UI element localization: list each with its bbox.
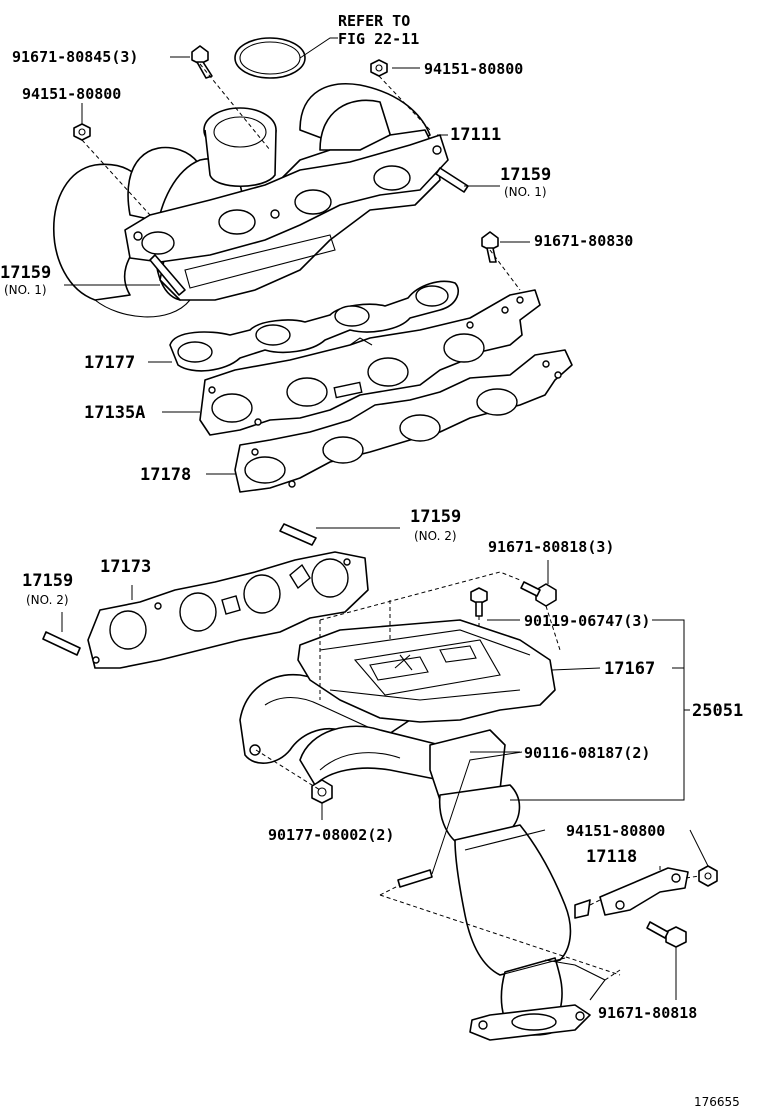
label-bolt-90119-06747: 90119-06747(3) [524, 612, 650, 630]
bolt-91671-80818-3 [520, 581, 557, 607]
bolt-91671-80845 [191, 45, 213, 79]
bolt-91671-80830 [481, 231, 499, 263]
o-ring-gasket [234, 37, 306, 79]
stud-17159-no2-left [42, 631, 81, 656]
label-nut-94151-80800-top: 94151-80800 [424, 60, 523, 78]
label-nut-90177-08002: 90177-08002(2) [268, 826, 394, 844]
label-stud-17159-right-sub: (NO. 1) [504, 185, 547, 199]
leader-lines [61, 37, 709, 1000]
refer-line1: REFER TO [338, 12, 410, 30]
stud-17159-no2-upper [279, 523, 317, 546]
stud-17159-left [149, 254, 186, 296]
nut-94151-80800-top [370, 59, 388, 77]
nut-90177-08002 [311, 779, 333, 804]
label-gasket-17173: 17173 [100, 557, 151, 577]
figure-id: 176655 [694, 1095, 740, 1109]
label-bolt-91671-80830: 91671-80830 [534, 232, 633, 250]
label-stud-17159-right: 17159 [500, 165, 551, 185]
bolt-90119-06747 [470, 587, 488, 617]
bolt-91671-80818 [646, 921, 687, 948]
heat-insulator-17167 [297, 619, 556, 723]
label-bracket-17118: 17118 [586, 847, 637, 867]
label-stud-17159-no2-left-sub: (NO. 2) [26, 593, 69, 607]
label-heat-insulator-17167: 17167 [604, 659, 655, 679]
label-gasket-17177: 17177 [84, 353, 135, 373]
gasket-17173 [87, 551, 369, 669]
intake-manifold-17111 [53, 83, 449, 318]
label-stud-17159-no2-upper: 17159 [410, 507, 461, 527]
stud-90116-08187 [397, 869, 433, 888]
gasket-17178 [234, 349, 573, 493]
refer-line2: FIG 22-11 [338, 30, 419, 48]
label-bolt-91671-80845: 91671-80845(3) [12, 48, 138, 66]
gasket-17177 [169, 280, 459, 372]
label-manifold-17111: 17111 [450, 125, 501, 145]
label-bolt-91671-80818: 91671-80818 [598, 1004, 697, 1022]
label-bolt-90116-08187: 90116-08187(2) [524, 744, 650, 762]
nut-94151-80800-left [73, 123, 91, 141]
label-nut-94151-80800-lower: 94151-80800 [566, 822, 665, 840]
bracket-17118 [599, 867, 689, 916]
alignment-lines [81, 63, 700, 981]
label-nut-94151-80800-left: 94151-80800 [22, 85, 121, 103]
label-stud-17159-left: 17159 [0, 263, 51, 283]
stud-17159-right [435, 167, 469, 193]
label-assembly-25051: 25051 [692, 701, 743, 721]
plate-17135A [199, 289, 541, 436]
exhaust-manifold [239, 673, 471, 786]
label-stud-17159-no2-upper-sub: (NO. 2) [414, 529, 457, 543]
label-bolt-91671-80818-3: 91671-80818(3) [488, 538, 614, 556]
label-stud-17159-no2-left: 17159 [22, 571, 73, 591]
label-gasket-17178: 17178 [140, 465, 191, 485]
catalytic-converter [429, 729, 606, 1041]
nut-94151-80800-lower [698, 865, 718, 887]
label-plate-17135A: 17135A [84, 403, 145, 423]
label-stud-17159-left-sub: (NO. 1) [4, 283, 47, 297]
